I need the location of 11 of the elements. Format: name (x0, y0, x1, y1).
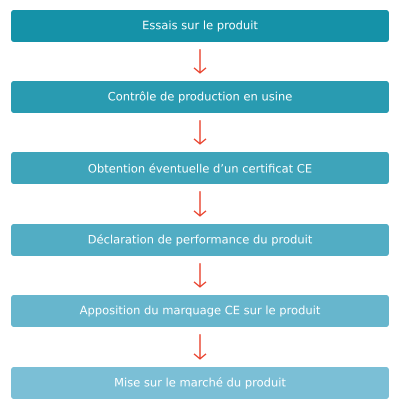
arrow (194, 49, 206, 74)
process-box: Essais sur le produit (11, 10, 389, 42)
process-box: Mise sur le marché du produit (11, 367, 389, 399)
arrow (194, 263, 206, 288)
arrow (194, 191, 206, 217)
arrow (194, 120, 206, 145)
arrow (194, 334, 206, 360)
process-box: Contrôle de production en usine (11, 81, 389, 113)
process-box: Déclaration de performance du produit (11, 224, 389, 256)
process-box: Apposition du marquage CE sur le produit (11, 295, 389, 327)
process-box: Obtention éventuelle d’un certificat CE (11, 152, 389, 184)
